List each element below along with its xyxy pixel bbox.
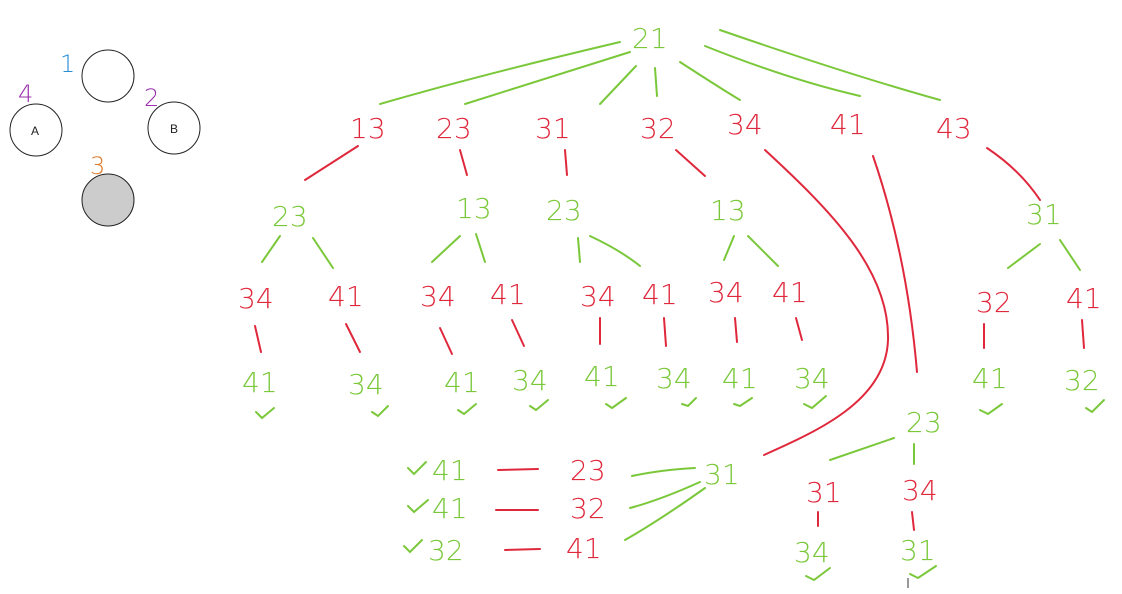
circle-bottom-number: 3 [90,152,105,180]
circle-a-label: A [31,124,39,138]
circle-a [9,103,63,157]
check-icon [457,403,477,416]
circle-bottom [81,173,135,227]
b41-l4-b: 31 [900,534,936,567]
b43-l3-b: 41 [1066,282,1102,315]
b23-l3-a: 34 [420,280,456,313]
circle-b [147,101,201,155]
b43-l4-a: 41 [972,362,1008,395]
circle-top [81,49,135,103]
b41-l4-a: 34 [794,536,830,569]
b43-l3-a: 32 [976,286,1012,319]
check-icon [909,565,937,580]
level1-node-34: 34 [727,108,763,141]
b34-l4-c: 32 [428,534,464,567]
check-icon [605,397,627,410]
b34-l4-a: 41 [432,454,468,487]
edges [254,29,1085,551]
b13-l4-b: 34 [348,368,384,401]
circle-b-label: B [170,122,178,136]
circle-top-number: 1 [60,50,75,78]
b23-l4-b: 34 [512,364,548,397]
root-edges [379,29,941,105]
b31-l3-b: 41 [642,278,678,311]
b13-l3-b: 41 [328,280,364,313]
b32-l3-b: 41 [772,276,808,309]
check-icon [371,405,389,418]
check-icon [529,399,549,412]
b32-l2: 13 [710,194,746,227]
b43-l2: 31 [1026,198,1062,231]
circle-a-number: 4 [18,80,33,108]
check-icon [403,539,423,554]
check-icon [407,461,427,476]
b34-l3-b: 32 [570,492,606,525]
b23-l3-b: 41 [490,278,526,311]
level1-node-13: 13 [350,112,386,145]
check-icon [979,403,1003,416]
level1-node-31: 31 [535,112,571,145]
b31-l2: 23 [546,194,582,227]
level1-node-41: 41 [830,108,866,141]
check-icon [681,397,697,408]
check-icon [733,397,753,408]
b31-l4-a: 41 [584,360,620,393]
b41-l3-b: 34 [902,474,938,507]
check-icon [1085,399,1105,414]
checkmarks [255,395,1105,582]
level1-node-23: 23 [436,112,472,145]
b23-l2: 13 [456,192,492,225]
b41-l2: 23 [906,406,942,439]
b31-l3-a: 34 [580,280,616,313]
b43-l4-b: 32 [1064,364,1100,397]
b41-l3-a: 31 [806,476,842,509]
b34-l2: 31 [704,458,740,491]
level1-node-32: 32 [640,112,676,145]
b13-l2: 23 [272,200,308,233]
level1-node-43: 43 [936,112,972,145]
check-icon [407,499,429,514]
b32-l4-b: 34 [794,362,830,395]
b34-l3-a: 23 [570,454,606,487]
legend: 1 B 2 A 4 3 [9,49,201,227]
b32-l3-a: 34 [708,276,744,309]
b13-l3-a: 34 [238,282,274,315]
check-icon [255,407,275,420]
b34-l3-c: 41 [566,532,602,565]
b23-l4-a: 41 [444,366,480,399]
circle-b-number: 2 [144,84,159,112]
b32-l4-a: 41 [722,362,758,395]
check-icon [805,567,831,582]
b13-l4-a: 41 [242,366,278,399]
root-node: 21 [632,22,668,55]
check-icon [803,395,827,410]
nodes: 21 13 23 31 32 34 41 43 23 34 41 41 34 1… [238,22,1102,569]
b31-l4-b: 34 [656,362,692,395]
b34-l4-b: 41 [432,492,468,525]
